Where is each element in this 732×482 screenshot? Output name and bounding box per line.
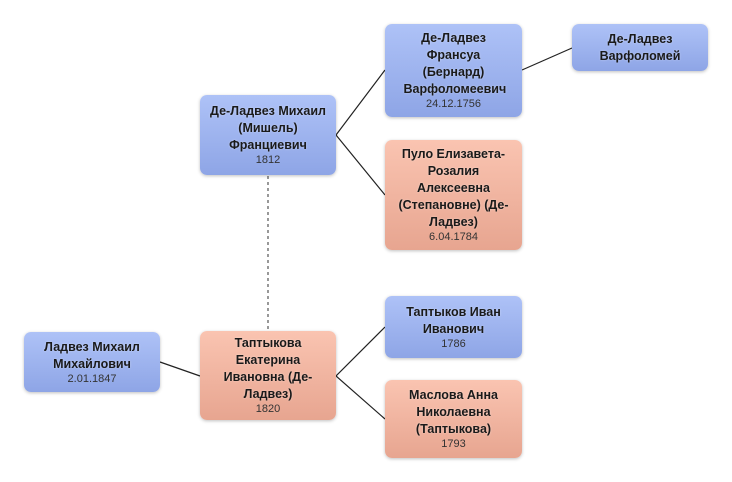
person-name: Таптыкова Екатерина Ивановна (Де-Ладвез) [223,336,313,401]
person-date: 2.01.1847 [67,372,117,385]
person-date: 1786 [441,337,466,350]
person-name: Маслова Анна Николаевна (Таптыкова) [409,388,498,436]
person-date: 1812 [255,154,281,166]
person-date: 24.12.1756 [425,98,482,110]
connector-line [159,361,201,377]
person-name: Де-Ладвез Варфоломей [599,31,681,63]
connector-line [335,326,386,420]
person-deladvez-fransua[interactable]: Де-Ладвез Франсуа (Бернард) Варфоломееви… [385,24,522,117]
person-name: Пуло Елизавета-Розалия Алексеевна (Степа… [398,147,509,229]
person-name: Таптыков Иван Иванович [406,304,501,336]
connector-line [335,69,386,196]
person-deladvez-varfolomey[interactable]: Де-Ладвез Варфоломей [572,24,708,71]
person-pulo-elizaveta[interactable]: Пуло Елизавета-Розалия Алексеевна (Степа… [385,140,522,250]
person-date: 1793 [441,438,466,450]
person-ladvez-mikhail[interactable]: Ладвез Михаил Михайлович 2.01.1847 [24,332,160,392]
person-date: 6.04.1784 [429,231,478,243]
person-name: Ладвез Михаил Михайлович [44,339,140,371]
person-maslova-anna[interactable]: Маслова Анна Николаевна (Таптыкова) 1793 [385,380,522,458]
person-taptykov-ivan[interactable]: Таптыков Иван Иванович 1786 [385,296,522,358]
connector-line [521,47,573,71]
person-name: Де-Ладвез Михаил (Мишель) Франциевич [210,104,326,152]
person-taptykova-ekaterina[interactable]: Таптыкова Екатерина Ивановна (Де-Ладвез)… [200,331,336,420]
person-name: Де-Ладвез Франсуа (Бернард) Варфоломееви… [403,31,507,96]
person-date: 1820 [255,403,281,415]
person-deladvez-mikhail[interactable]: Де-Ладвез Михаил (Мишель) Франциевич 181… [200,95,336,175]
